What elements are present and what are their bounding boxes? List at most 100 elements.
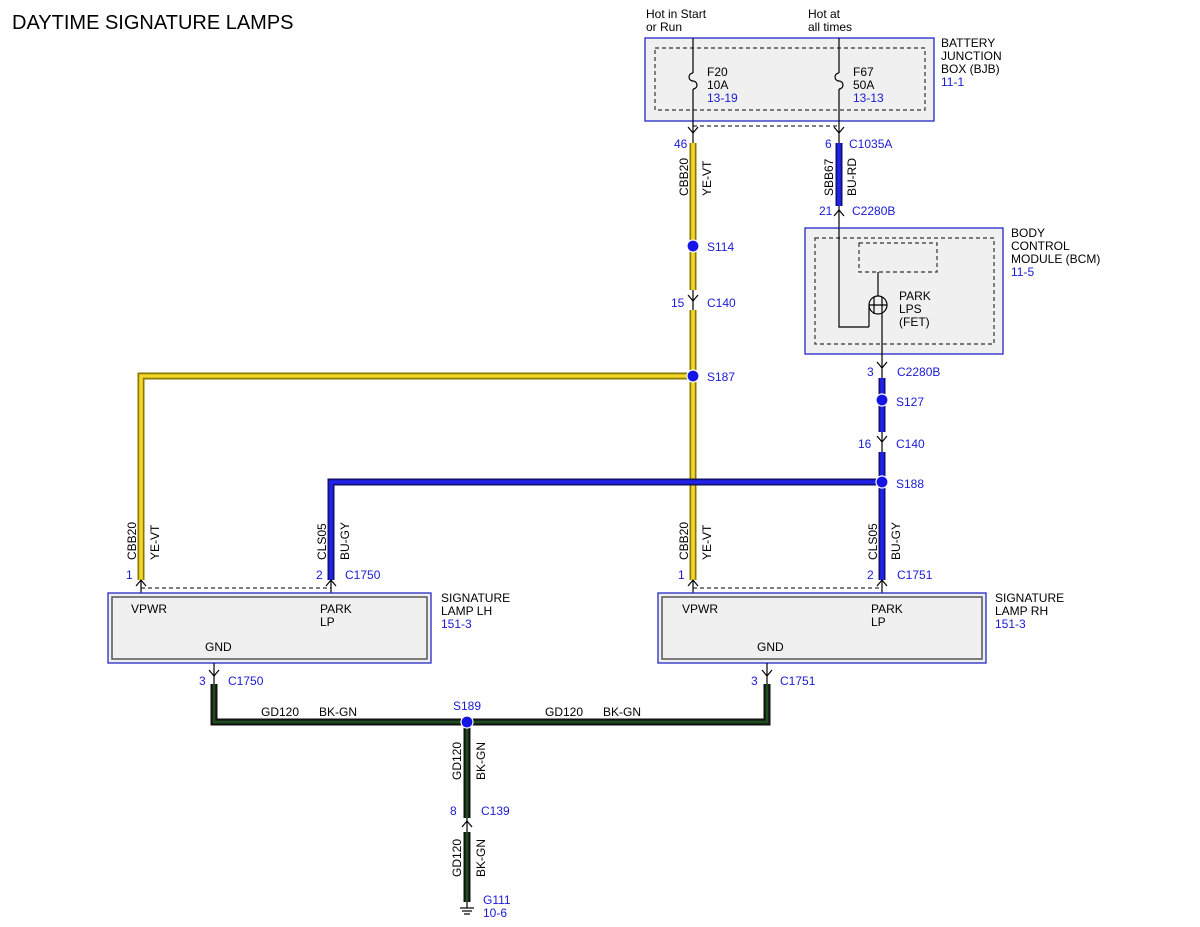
- signature-lamp-lh[interactable]: VPWR PARK LP GND SIGNATURE LAMP LH 151-3: [107, 591, 510, 664]
- wire-gd120-circuit-right: GD120: [545, 705, 583, 719]
- fuse-f67-rating: 50A: [853, 78, 874, 92]
- wire-cls05[interactable]: [327, 378, 886, 580]
- ground-name[interactable]: G111: [483, 893, 511, 907]
- diagram-title: DAYTIME SIGNATURE LAMPS: [12, 12, 294, 34]
- lamp-rh-name-line1: SIGNATURE: [995, 591, 1064, 605]
- connector-c1751-2-pin: 2: [867, 568, 874, 582]
- battery-junction-box[interactable]: F20 10A 13-19 F67 50A 13-13 BATTERY JUNC…: [644, 36, 1002, 122]
- connector-c140-a-pin: 15: [671, 296, 685, 310]
- connector-c2280b-out-pin: 3: [867, 365, 874, 379]
- splice-s187-label[interactable]: S187: [707, 370, 735, 384]
- wire-cbb20-circuit-rh: CBB20: [677, 522, 691, 560]
- connector-c1751-3-pin: 3: [751, 674, 758, 688]
- connector-c1751-name[interactable]: C1751: [897, 568, 933, 582]
- connector-c1035a-pin: 6: [825, 137, 832, 151]
- power-label-start-run-line2: or Run: [646, 20, 682, 34]
- body-control-module[interactable]: PARK LPS (FET) BODY CONTROL MODULE (BCM)…: [804, 226, 1100, 355]
- splice-s127-icon[interactable]: [875, 393, 889, 407]
- splice-s187-icon[interactable]: [686, 369, 700, 383]
- power-label-start-run-line1: Hot in Start: [646, 7, 707, 21]
- lamp-rh-pin-park-line1: PARK: [871, 602, 903, 616]
- bcm-fet-label-line2: LPS: [899, 302, 922, 316]
- connector-c140-b-name[interactable]: C140: [896, 437, 925, 451]
- bcm-ref[interactable]: 11-5: [1011, 265, 1034, 279]
- ground-ref[interactable]: 10-6: [483, 906, 507, 920]
- lamp-lh-ref[interactable]: 151-3: [441, 617, 472, 631]
- wire-cls05-color-lh: BU-GY: [338, 522, 352, 560]
- connector-c140-a-name[interactable]: C140: [707, 296, 736, 310]
- lamp-rh-pin-park-line2: LP: [871, 615, 886, 629]
- connector-c1750-name[interactable]: C1750: [345, 568, 381, 582]
- fuse-f20-icon: [688, 72, 698, 90]
- wire-sbb67-color: BU-RD: [845, 158, 859, 196]
- bcm-outline: [804, 227, 1004, 355]
- lamp-lh-body: [111, 596, 428, 660]
- wire-gd120-color-mid: BK-GN: [474, 742, 488, 780]
- lamp-lh-name-line2: LAMP LH: [441, 604, 492, 618]
- wire-cbb20-color-top: YE-VT: [700, 160, 714, 196]
- ground-icon: [460, 902, 474, 915]
- lamp-lh-pin-vpwr: VPWR: [131, 602, 167, 616]
- wire-cbb20-color-lh: YE-VT: [148, 524, 162, 560]
- splice-s114-icon[interactable]: [686, 239, 700, 253]
- connector-c2280b-in-pin: 21: [819, 204, 833, 218]
- fuse-f20-ref[interactable]: 13-19: [707, 91, 738, 105]
- connector-c1750-2-pin: 2: [316, 568, 323, 582]
- splice-s189-label[interactable]: S189: [453, 699, 481, 713]
- wire-gd120-circuit-left: GD120: [261, 705, 299, 719]
- splice-s188-label[interactable]: S188: [896, 477, 924, 491]
- bjb-name-line1: BATTERY: [941, 36, 995, 50]
- fuse-f67-icon: [834, 72, 844, 90]
- bcm-name-line1: BODY: [1011, 226, 1045, 240]
- bcm-fet-label-line1: PARK: [899, 289, 931, 303]
- splice-s114-label[interactable]: S114: [707, 240, 734, 254]
- lamp-lh-pin-gnd: GND: [205, 640, 232, 654]
- fuse-f20-id: F20: [707, 65, 728, 79]
- lamp-rh-pin-gnd: GND: [757, 640, 784, 654]
- wire-gd120-circuit-bottom: GD120: [450, 839, 464, 877]
- wire-cbb20-circuit-lh: CBB20: [125, 522, 139, 560]
- wire-gd120-color-right: BK-GN: [603, 705, 641, 719]
- power-label-all-times-line1: Hot at: [808, 7, 841, 21]
- bjb-ref[interactable]: 11-1: [941, 75, 964, 89]
- wire-cls05-color-rh: BU-GY: [889, 522, 903, 560]
- fuse-f67-id: F67: [853, 65, 874, 79]
- signature-lamp-rh[interactable]: VPWR PARK LP GND SIGNATURE LAMP RH 151-3: [657, 591, 1064, 664]
- wire-gd120[interactable]: [210, 684, 771, 902]
- bjb-name-line3: BOX (BJB): [941, 62, 1000, 76]
- connector-c1750-3-pin: 3: [199, 674, 206, 688]
- lamp-lh-pin-park-line1: PARK: [320, 602, 352, 616]
- connector-c1750-3-name[interactable]: C1750: [228, 674, 264, 688]
- lamp-lh-pin-park-line2: LP: [320, 615, 335, 629]
- wire-cbb20[interactable]: [137, 143, 697, 580]
- connector-c2280b-in-name[interactable]: C2280B: [852, 204, 895, 218]
- fuse-f20-rating: 10A: [707, 78, 728, 92]
- splice-s127-label[interactable]: S127: [896, 395, 924, 409]
- wire-sbb67-circuit: SBB67: [822, 158, 836, 196]
- wire-cls05-circuit-rh: CLS05: [866, 523, 880, 560]
- connector-c1750-1-pin: 1: [126, 568, 133, 582]
- connector-c139-name[interactable]: C139: [481, 804, 510, 818]
- bcm-control-dashed: [858, 242, 938, 273]
- bcm-dashed-inner: [814, 237, 995, 345]
- connector-c1751-1-pin: 1: [678, 568, 685, 582]
- bjb-name-line2: JUNCTION: [941, 49, 1002, 63]
- bcm-fet-label-line3: (FET): [899, 315, 930, 329]
- power-label-start-run: Hot in Start or Run: [646, 7, 707, 34]
- lamp-lh-name-line1: SIGNATURE: [441, 591, 510, 605]
- wire-cbb20-circuit-top: CBB20: [677, 158, 691, 196]
- connector-c2280b-out-name[interactable]: C2280B: [897, 365, 940, 379]
- power-label-all-times: Hot at all times: [808, 7, 852, 34]
- splice-s188-icon[interactable]: [875, 475, 889, 489]
- wire-gd120-color-bottom: BK-GN: [474, 839, 488, 877]
- wire-cbb20-color-rh: YE-VT: [700, 524, 714, 560]
- connector-c1035a-name[interactable]: C1035A: [849, 137, 892, 151]
- splice-s189-icon[interactable]: [460, 715, 474, 729]
- connector-c1751-3-name[interactable]: C1751: [780, 674, 816, 688]
- bjb-outline: [644, 37, 935, 122]
- connector-c140-b-pin: 16: [858, 437, 872, 451]
- bcm-name-line3: MODULE (BCM): [1011, 252, 1100, 266]
- fuse-f67-ref[interactable]: 13-13: [853, 91, 884, 105]
- lamp-rh-ref[interactable]: 151-3: [995, 617, 1026, 631]
